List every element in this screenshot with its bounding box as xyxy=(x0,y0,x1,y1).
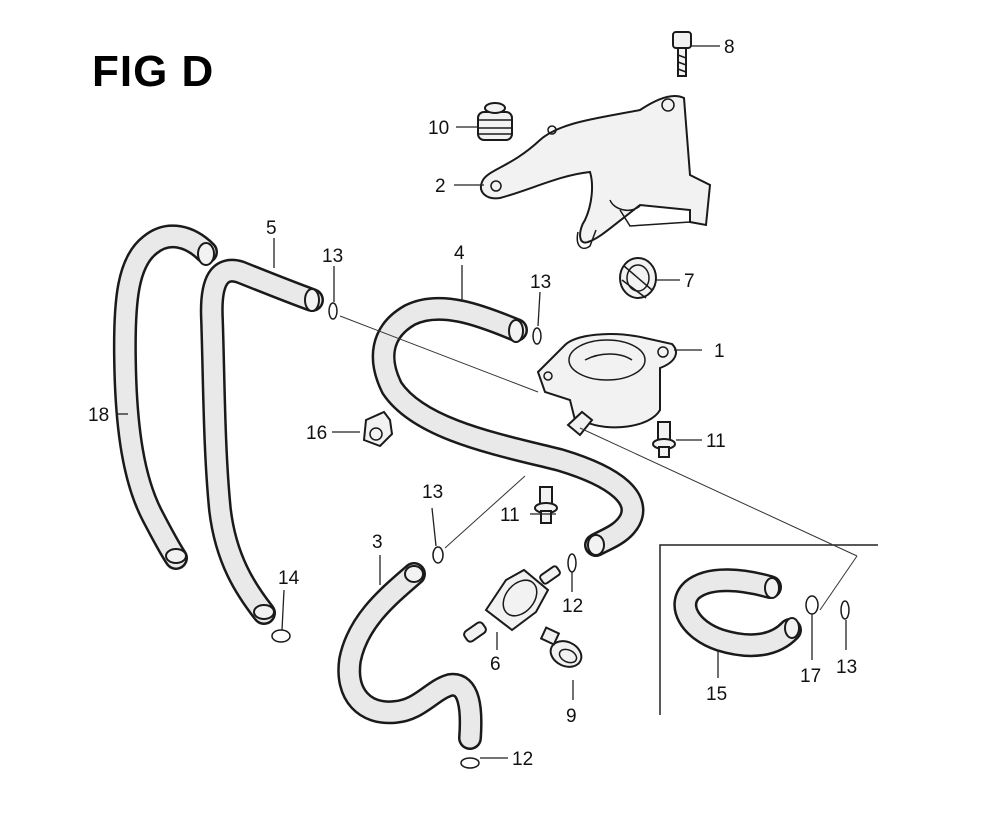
hose-15 xyxy=(673,568,802,658)
callout-12-a: 12 xyxy=(562,596,583,617)
clip-13-d xyxy=(840,600,850,620)
callout-12-b: 12 xyxy=(512,749,533,770)
rubber-mount-10 xyxy=(477,102,513,141)
fuel-valve-6 xyxy=(463,565,561,643)
callout-9: 9 xyxy=(566,706,577,727)
bolt-11-center xyxy=(534,486,558,524)
clip-12-a xyxy=(567,553,577,573)
callout-3: 3 xyxy=(372,532,383,553)
figure-title: FIG D xyxy=(92,47,215,96)
clip-17 xyxy=(805,595,819,615)
callout-18: 18 xyxy=(88,405,109,426)
hose-3 xyxy=(337,562,483,750)
callout-13-d: 13 xyxy=(836,657,857,678)
callout-14: 14 xyxy=(278,568,300,589)
callout-8: 8 xyxy=(724,37,735,58)
clamp-9 xyxy=(539,626,583,668)
callout-13-a: 13 xyxy=(322,246,343,267)
callout-13-b: 13 xyxy=(530,272,551,293)
callout-11-center: 11 xyxy=(500,505,520,526)
callout-4: 4 xyxy=(454,243,465,264)
callout-11-right: 11 xyxy=(706,431,726,452)
callout-7: 7 xyxy=(684,271,695,292)
hose-5 xyxy=(199,258,324,625)
fuel-pump-1 xyxy=(536,333,677,437)
bolt-11-right xyxy=(652,421,676,458)
hose-18 xyxy=(112,224,218,570)
callout-6: 6 xyxy=(490,654,501,675)
clip-13-c xyxy=(432,546,444,564)
leader-lines xyxy=(116,45,847,759)
grommet-7 xyxy=(619,257,657,299)
bolt-8 xyxy=(672,31,692,77)
callout-5: 5 xyxy=(266,218,277,239)
clip-13-b xyxy=(532,327,542,345)
callout-2: 2 xyxy=(435,176,446,197)
callout-16: 16 xyxy=(306,423,327,444)
hose-4 xyxy=(371,296,645,557)
clip-13-a xyxy=(328,302,338,320)
callout-17: 17 xyxy=(800,666,821,687)
inset-frame xyxy=(659,544,878,715)
callout-1: 1 xyxy=(714,341,725,362)
bracket-2 xyxy=(480,94,712,250)
callout-15: 15 xyxy=(706,684,727,705)
clip-14 xyxy=(271,629,291,643)
clip-12-b xyxy=(460,757,480,769)
callout-10: 10 xyxy=(428,118,449,139)
connection-lines xyxy=(339,315,858,611)
callout-13-c: 13 xyxy=(422,482,443,503)
clip-16 xyxy=(362,410,394,448)
